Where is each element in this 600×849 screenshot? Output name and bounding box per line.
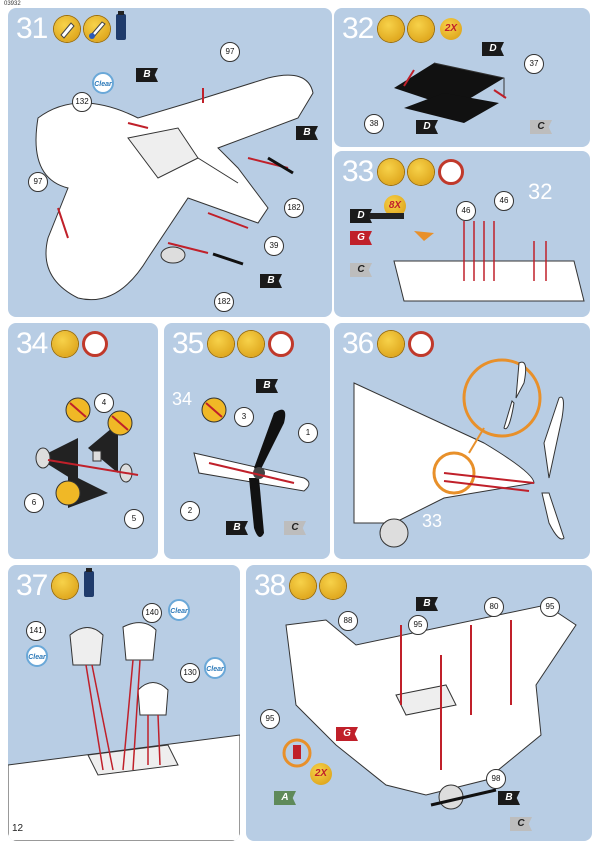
paint-code-badge: A bbox=[274, 791, 296, 805]
step-number: 32 bbox=[342, 12, 374, 45]
paint-code-badge: D bbox=[416, 120, 438, 134]
step-37-panel: 37 140 141 130 Clear Clear Clear bbox=[8, 565, 240, 841]
step-36-panel: 36 33 bbox=[334, 323, 590, 559]
step-number: 37 bbox=[16, 569, 48, 602]
paint-code-badge: B bbox=[260, 274, 282, 288]
step-33-panel: 33 8X D G C 46 46 32 bbox=[334, 151, 590, 317]
step-number: 33 bbox=[342, 155, 374, 188]
step-number: 31 bbox=[16, 12, 48, 45]
part-number: 80 bbox=[484, 597, 504, 617]
paint-brush-icon bbox=[408, 159, 434, 185]
step-number: 38 bbox=[254, 569, 286, 602]
clear-part-badge: Clear bbox=[204, 657, 226, 679]
part-number: 97 bbox=[28, 172, 48, 192]
paint-brush-icon bbox=[238, 331, 264, 357]
reference-step-number: 33 bbox=[422, 511, 443, 531]
step-number: 34 bbox=[16, 327, 48, 360]
part-number: 98 bbox=[486, 769, 506, 789]
part-number: 130 bbox=[180, 663, 200, 683]
paint-pot-icon bbox=[84, 568, 94, 597]
step-number: 36 bbox=[342, 327, 374, 360]
part-number: 95 bbox=[408, 615, 428, 635]
clear-part-badge: Clear bbox=[26, 645, 48, 667]
part-number: 97 bbox=[220, 42, 240, 62]
paint-code-badge: B bbox=[296, 126, 318, 140]
paint-code-badge: C bbox=[350, 263, 372, 277]
part-number: 6 bbox=[24, 493, 44, 513]
drying-time-icon bbox=[82, 331, 108, 357]
part-number: 2 bbox=[180, 501, 200, 521]
part-number: 39 bbox=[264, 236, 284, 256]
part-number: 182 bbox=[214, 292, 234, 312]
drying-time-icon bbox=[408, 331, 434, 357]
glue-icon bbox=[378, 331, 404, 357]
multiplier-badge: 2X bbox=[440, 18, 462, 40]
step-32-panel: 32 2X D D C 37 38 bbox=[334, 8, 590, 147]
part-number: 38 bbox=[364, 114, 384, 134]
glue-icon bbox=[52, 573, 78, 599]
canopy-drawing bbox=[8, 622, 240, 841]
step-38-panel: 38 88 95 80 95 95 98 B G 2X A B C bbox=[246, 565, 592, 841]
part-number: 5 bbox=[124, 509, 144, 529]
part-number: 88 bbox=[338, 611, 358, 631]
nose-propeller-drawing bbox=[353, 358, 565, 548]
clear-part-badge: Clear bbox=[168, 599, 190, 621]
paint-code-badge: B bbox=[136, 68, 158, 82]
part-number: 140 bbox=[142, 603, 162, 623]
paint-code-badge: B bbox=[256, 379, 278, 393]
part-number: 46 bbox=[456, 201, 476, 221]
propeller-assembly-drawing bbox=[193, 397, 310, 537]
drying-time-icon bbox=[268, 331, 294, 357]
glue-icon bbox=[54, 16, 80, 42]
glue-icon bbox=[208, 331, 234, 357]
part-number: 37 bbox=[524, 54, 544, 74]
multiplier-badge: 2X bbox=[310, 763, 332, 785]
paint-code-badge: B bbox=[226, 521, 248, 535]
paint-pot-icon bbox=[116, 11, 126, 40]
paint-code-badge: G bbox=[350, 231, 372, 245]
reference-step-number: 34 bbox=[172, 389, 193, 409]
step-35-panel: 35 34 3 1 2 B B C bbox=[164, 323, 330, 559]
paint-code-badge: C bbox=[284, 521, 306, 535]
paint-code-badge: B bbox=[498, 791, 520, 805]
paint-code-badge: D bbox=[350, 209, 372, 223]
paint-brush-icon bbox=[408, 16, 434, 42]
fuselage-final-drawing bbox=[282, 604, 577, 810]
doc-code: 03932 bbox=[4, 1, 21, 7]
step-31-panel: 31 97 132 97 182 39 182 Clear B B B bbox=[8, 8, 332, 317]
part-number: 3 bbox=[234, 407, 254, 427]
glue-icon bbox=[378, 159, 404, 185]
step-34-panel: 34 4 6 5 bbox=[8, 323, 158, 559]
clear-part-badge: Clear bbox=[92, 72, 114, 94]
part-number: 141 bbox=[26, 621, 46, 641]
reference-step-number: 32 bbox=[528, 179, 553, 204]
glue-icon bbox=[290, 573, 316, 599]
part-number: 182 bbox=[284, 198, 304, 218]
glue-icon bbox=[52, 331, 78, 357]
paint-code-badge: B bbox=[416, 597, 438, 611]
part-number: 4 bbox=[94, 393, 114, 413]
paint-brush-icon bbox=[320, 573, 346, 599]
step-number: 35 bbox=[172, 327, 204, 360]
part-number: 1 bbox=[298, 423, 318, 443]
part-number: 132 bbox=[72, 92, 92, 112]
rocket-wing-drawing bbox=[364, 213, 585, 302]
paint-code-badge: C bbox=[530, 120, 552, 134]
part-number: 46 bbox=[494, 191, 514, 211]
paint-code-badge: C bbox=[510, 817, 532, 831]
drop-tank-drawing bbox=[394, 62, 507, 123]
paint-brush-icon bbox=[84, 16, 110, 42]
glue-icon bbox=[378, 16, 404, 42]
propeller-hub-drawing bbox=[35, 397, 139, 508]
multiplier-badge: 8X bbox=[384, 195, 406, 217]
part-number: 95 bbox=[260, 709, 280, 729]
page-number: 12 bbox=[12, 823, 24, 834]
drying-time-icon bbox=[438, 159, 464, 185]
aircraft-wing-drawing bbox=[35, 74, 314, 301]
paint-code-badge: G bbox=[336, 727, 358, 741]
part-number: 95 bbox=[540, 597, 560, 617]
paint-code-badge: D bbox=[482, 42, 504, 56]
